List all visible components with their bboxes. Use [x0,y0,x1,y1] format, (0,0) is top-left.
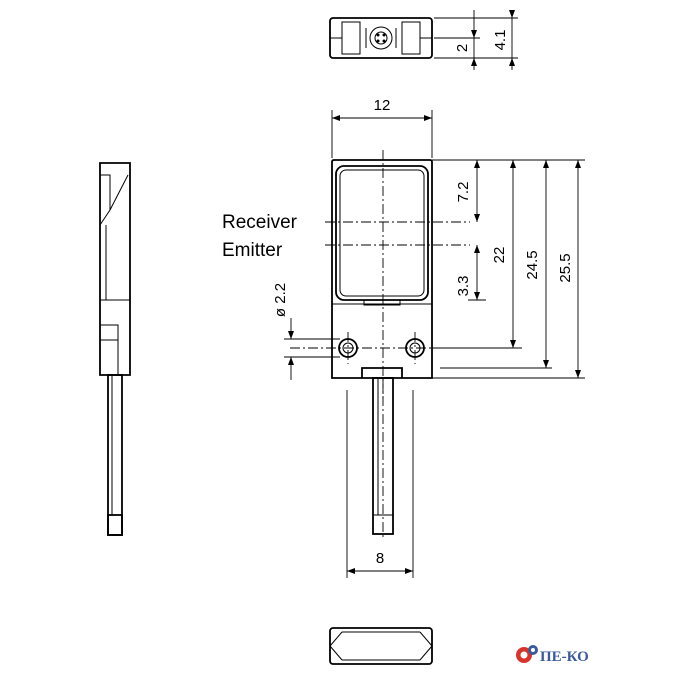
logo: ПЕ-КО [516,645,589,665]
dim-height-25-5: 25.5 [557,253,574,282]
emitter-label: Emitter [222,240,283,261]
dim-emitter-offset: 3.3 [455,276,472,297]
dim-hole-diameter: ø 2.2 [272,283,289,317]
dim-width: 12 [374,97,391,114]
logo-text: ПЕ-КО [540,649,589,665]
dim-height-22: 22 [491,247,508,264]
bottom-view [329,627,433,665]
dim-receiver-offset: 7.2 [455,182,472,203]
gear-icon [516,645,538,663]
receiver-label: Receiver [222,212,298,233]
dim-height-24-5: 24.5 [524,250,541,279]
side-view [99,162,131,536]
dim-cable-lines [346,390,414,578]
dim-front-small: 2 [454,44,471,52]
top-view [329,10,518,70]
dim-width-lines [331,110,433,158]
dim-front-total: 4.1 [492,30,509,51]
dim-height-lines [432,159,585,379]
dim-cable-width: 8 [376,550,384,567]
dim-hole-lines [284,318,340,380]
front-view [290,150,470,540]
